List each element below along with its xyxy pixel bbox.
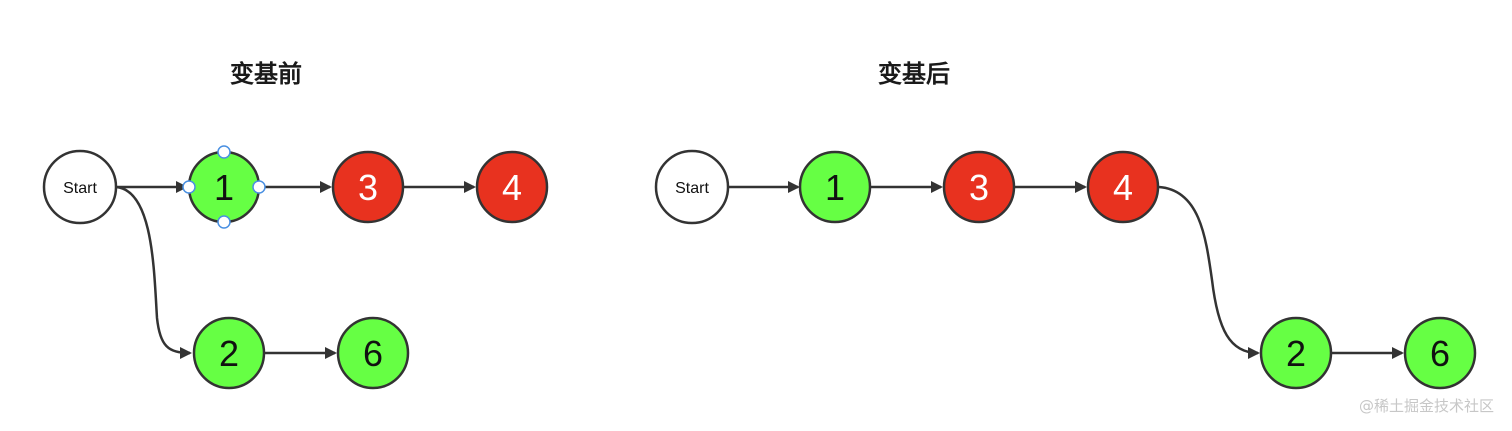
start-node-after: Start — [654, 149, 730, 225]
selection-handle-right[interactable] — [252, 180, 266, 194]
commit-4-after-label: 4 — [1113, 167, 1133, 208]
commit-2-after-node: 2 — [1259, 316, 1333, 390]
commit-4-before-node: 4 — [475, 150, 549, 224]
start-node-before: Start — [42, 149, 118, 225]
commit-6-after-node: 6 — [1403, 316, 1477, 390]
commit-2-before-node: 2 — [192, 316, 266, 390]
commit-6-before-node: 6 — [336, 316, 410, 390]
commit-4-after-node: 4 — [1086, 150, 1160, 224]
commit-3-after-label: 3 — [969, 167, 989, 208]
commit-1-after-node: 1 — [798, 150, 872, 224]
selection-handle-top[interactable] — [217, 145, 231, 159]
commit-3-before-label: 3 — [358, 167, 378, 208]
selection-handle-left[interactable] — [182, 180, 196, 194]
after-rebase-title: 变基后 — [878, 60, 950, 88]
commit-1-after-label: 1 — [825, 167, 845, 208]
edge-start-to-2-before — [115, 185, 192, 359]
commit-1-before-node[interactable]: 1 — [182, 145, 266, 229]
watermark: @稀土掘金技术社区 — [1358, 397, 1494, 415]
edge-4-to-2-after — [1158, 185, 1260, 359]
commit-3-before-node: 3 — [331, 150, 405, 224]
start-label-before: Start — [63, 180, 97, 197]
selection-handle-bottom[interactable] — [217, 215, 231, 229]
commit-6-before-label: 6 — [363, 333, 383, 374]
commit-3-after-node: 3 — [942, 150, 1016, 224]
before-rebase-title: 变基前 — [230, 60, 302, 88]
start-label-after: Start — [675, 180, 709, 197]
commit-2-before-label: 2 — [219, 333, 239, 374]
commit-1-before-label: 1 — [214, 167, 234, 208]
commit-6-after-label: 6 — [1430, 333, 1450, 374]
commit-4-before-label: 4 — [502, 167, 522, 208]
commit-2-after-label: 2 — [1286, 333, 1306, 374]
